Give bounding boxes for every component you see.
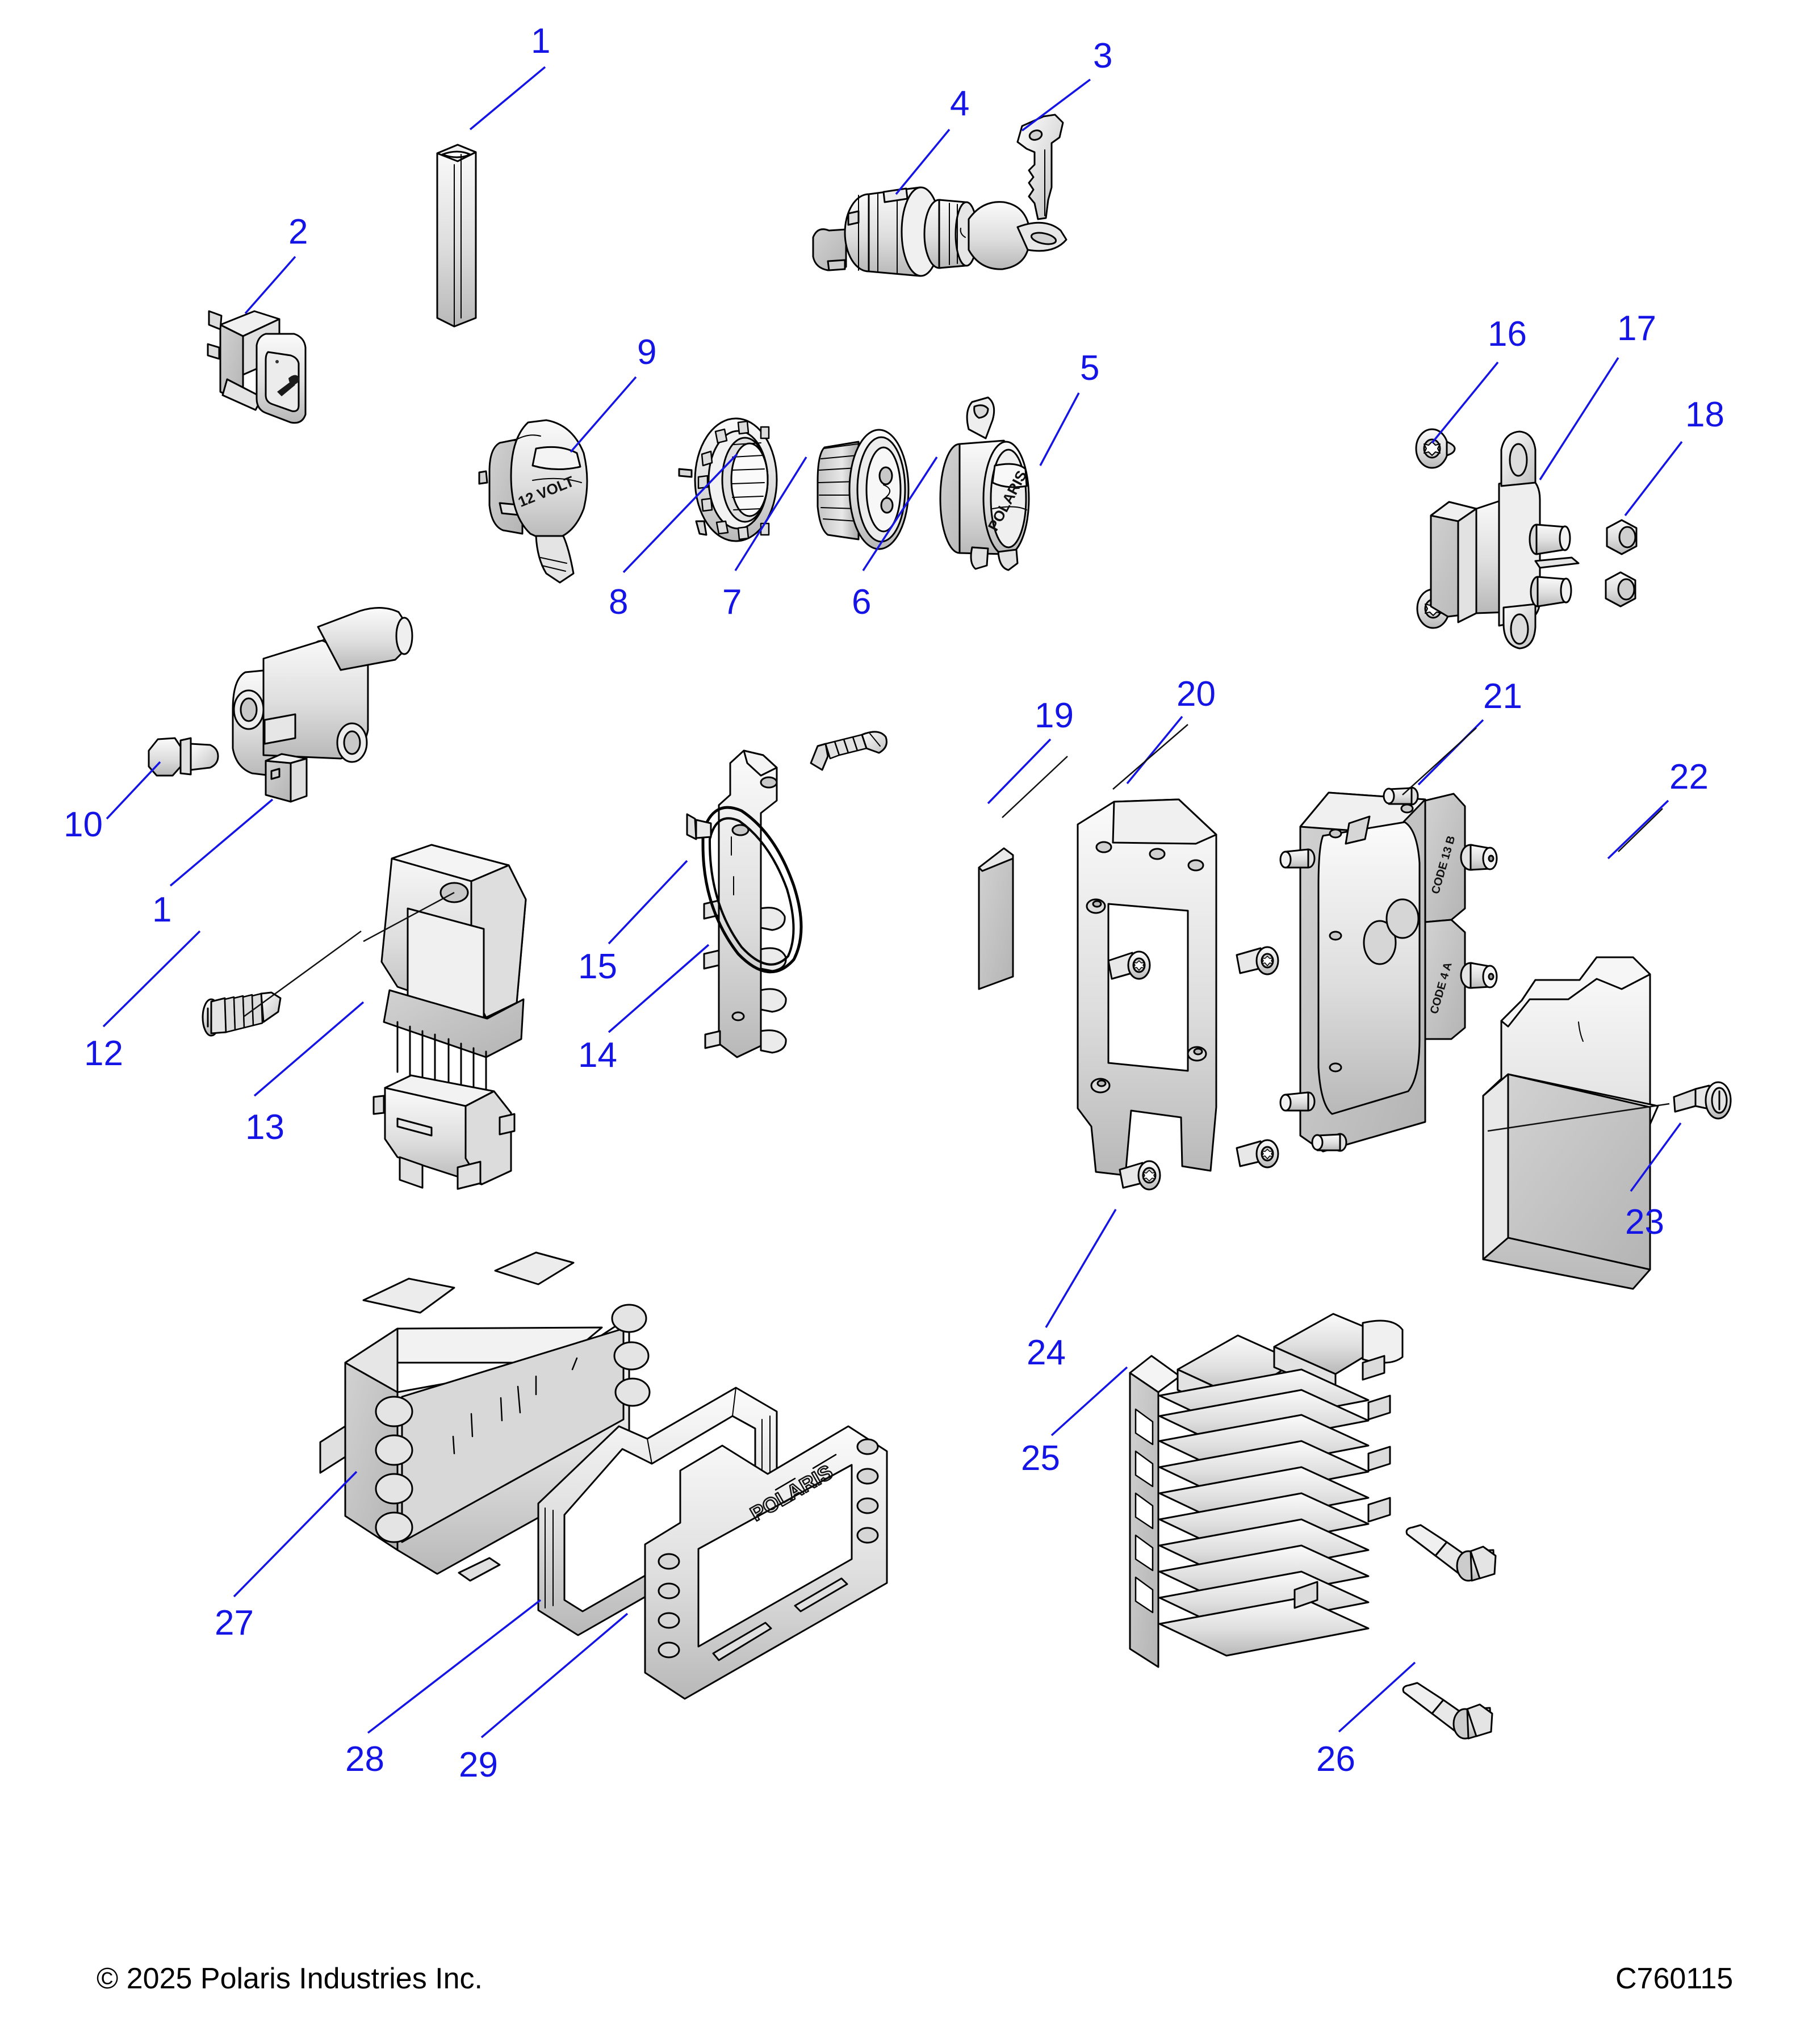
callout-19: 19: [1035, 696, 1074, 735]
part-torx-screw-bracket: [1119, 1160, 1161, 1191]
callout-6: 6: [852, 583, 872, 622]
part-ecu-foam-pad: [978, 847, 1014, 990]
callout-25: 25: [1021, 1439, 1060, 1478]
copyright-notice: © 2025 Polaris Industries Inc.: [97, 1962, 483, 1995]
part-flange-bolt-regulator-upper: [1405, 1524, 1497, 1582]
part-clip-bracket-group: [686, 731, 887, 1058]
part-bracket-screw-b: [1236, 946, 1279, 975]
callout-8: 8: [609, 583, 629, 622]
callout-4: 4: [950, 84, 970, 123]
drawing-number: C760115: [1615, 1962, 1734, 1995]
part-bracket-screw-a: [1107, 950, 1151, 980]
part-screw-bracket: [810, 731, 887, 771]
callout-3: 3: [1093, 36, 1113, 76]
part-twelve-volt-outlet: 12 VOLT: [478, 419, 588, 584]
part-outlet-cap-polaris: POLARIS: [939, 396, 1030, 571]
part-hex-nut-lower: [1605, 571, 1636, 608]
part-rocker-switch: [207, 310, 307, 424]
callout-29: 29: [459, 1745, 498, 1785]
callout-14: 14: [578, 1036, 617, 1075]
callout-24: 24: [1027, 1333, 1066, 1372]
callout-28: 28: [345, 1740, 384, 1779]
part-ecu-mounting-bracket: [1077, 798, 1279, 1176]
callout-1-coil: 1: [152, 890, 172, 929]
callout-23: 23: [1625, 1203, 1664, 1242]
part-power-distribution-module: [372, 844, 527, 1190]
leader-lines: [102, 66, 1683, 1739]
part-outlet-socket-body: [817, 429, 910, 550]
callout-18: 18: [1685, 395, 1724, 434]
part-instrument-gauge-display: [319, 1251, 651, 1582]
part-torx-screw-solenoid-top: [1415, 428, 1456, 469]
callout-13: 13: [245, 1108, 284, 1147]
callout-16: 16: [1488, 315, 1527, 354]
callout-15: 15: [578, 947, 617, 986]
part-screw-fuse-box: [202, 991, 282, 1037]
callout-20: 20: [1177, 675, 1216, 714]
callout-1-top: 1: [531, 22, 551, 61]
part-bracket-screw-c: [1236, 1139, 1279, 1168]
callout-26: 26: [1316, 1740, 1355, 1779]
part-outlet-retaining-nut: [678, 417, 778, 542]
callout-21: 21: [1483, 677, 1522, 716]
callout-17: 17: [1617, 309, 1656, 348]
internal-leaders: [244, 724, 1670, 1132]
part-flange-bolt-regulator-lower: [1402, 1682, 1493, 1740]
part-hex-nut-upper: [1606, 519, 1638, 555]
callout-2: 2: [288, 212, 308, 252]
callout-12: 12: [84, 1034, 123, 1073]
part-wire-harness-channel: [436, 144, 477, 328]
part-gauge-bezel: POLARIS: [644, 1425, 888, 1700]
callout-22: 22: [1669, 757, 1709, 797]
callout-27: 27: [215, 1603, 254, 1643]
part-ignition-key: [1016, 114, 1064, 220]
part-engine-control-unit: CODE 13 B CODE 4 A: [1279, 786, 1498, 1153]
callout-9: 9: [637, 333, 657, 372]
part-ignition-switch: [812, 186, 1067, 277]
callout-10: 10: [64, 805, 103, 844]
part-push-rivet: [1673, 1081, 1732, 1120]
part-ignition-coil-group: [148, 606, 413, 803]
callout-5: 5: [1080, 349, 1100, 388]
callout-7: 7: [722, 583, 742, 622]
part-flange-bolt-coil: [148, 737, 219, 777]
part-starter-solenoid-group: [1415, 428, 1638, 650]
part-voltage-regulator: [1129, 1313, 1404, 1668]
